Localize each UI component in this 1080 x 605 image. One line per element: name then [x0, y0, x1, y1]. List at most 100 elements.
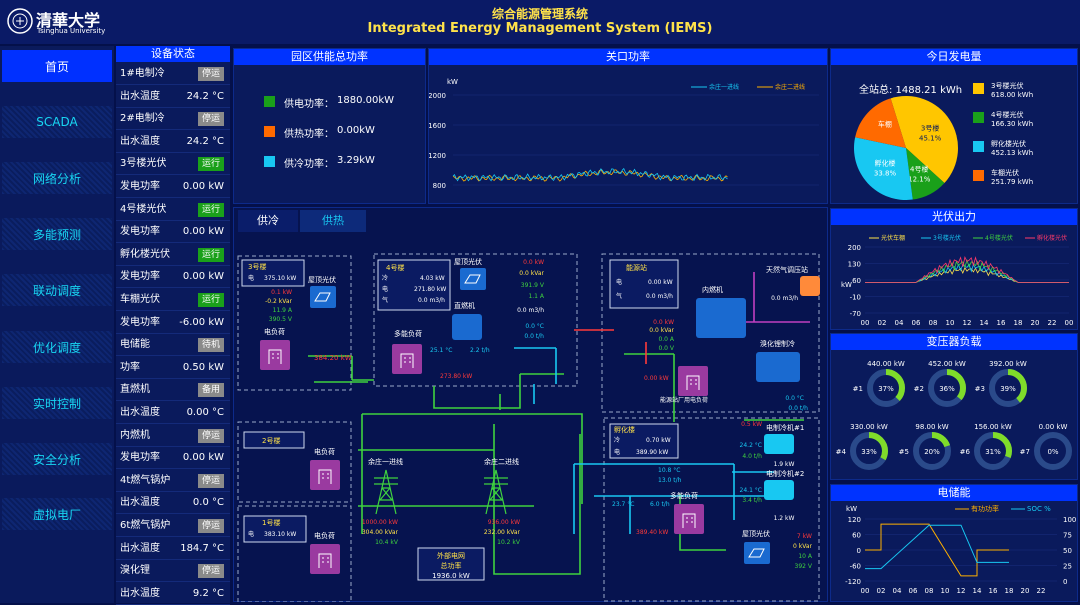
- nav-item-1[interactable]: SCADA: [2, 106, 112, 138]
- nav-item-5[interactable]: 优化调度: [2, 331, 112, 363]
- hatch-r1: 0.70 kW: [646, 437, 671, 444]
- device-row-value: 24.2 °C: [186, 90, 224, 102]
- tf-gauge-fill: [974, 432, 1012, 470]
- tf-gauge-fill: [928, 369, 966, 407]
- y-tick: 1600: [429, 122, 446, 130]
- legend-swatch: [973, 141, 984, 152]
- b2-load-icon-glyph: [318, 469, 332, 484]
- pipe-cool-b4: [514, 347, 557, 404]
- status-badge: 停运: [197, 473, 224, 488]
- box-energy: [601, 253, 820, 413]
- b4-ch2: 0.0 °C: [525, 323, 544, 330]
- status-badge: 停运: [197, 519, 224, 533]
- device-row-value: 0.50 kW: [182, 361, 224, 373]
- b3-pv-v4: 390.5 V: [269, 316, 293, 323]
- b3-panel: [241, 259, 305, 287]
- hatch-t1: 10.8 °C: [658, 467, 680, 474]
- b3-load-label: 电负荷: [264, 327, 285, 336]
- grid-value: 1936.0 kW: [432, 572, 470, 580]
- tab-heating[interactable]: 供热: [300, 210, 366, 232]
- app-title-en: Integrated Energy Management System (IEM…: [367, 21, 713, 36]
- nav-item-4[interactable]: 联动调度: [2, 274, 112, 306]
- hatch-panel: [609, 423, 679, 459]
- gas-value: 0.0 m3/h: [771, 295, 798, 302]
- y-tick: 130: [848, 261, 861, 269]
- b1-load-icon: [310, 544, 340, 574]
- tab-cooling[interactable]: 供冷: [238, 210, 298, 232]
- x-tick: 12: [963, 319, 972, 327]
- tf-pct: 37%: [878, 385, 894, 393]
- st-legend-2: SOC %: [1027, 505, 1051, 513]
- device-row-value: 9.2 °C: [192, 587, 224, 599]
- device-row: 内燃机停运: [116, 425, 230, 447]
- device-row-label: 溴化锂: [120, 565, 150, 577]
- nav-item-2[interactable]: 网络分析: [2, 162, 112, 194]
- nav-item-0[interactable]: 首页: [2, 50, 112, 82]
- box-hatch: [603, 417, 820, 602]
- x-tick: 20: [1031, 319, 1040, 327]
- nav-item-3[interactable]: 多能预测: [2, 218, 112, 250]
- pie-slice-3: [855, 98, 906, 148]
- device-row-value: 184.7 °C: [180, 542, 224, 554]
- ice-v2: 0.0 kVar: [649, 327, 674, 334]
- energy-name: 能源站: [626, 263, 647, 272]
- li-v2: 0.0 t/h: [788, 405, 808, 412]
- b1-kw: 383.10 kW: [264, 531, 296, 538]
- b4-r2: 271.80 kW: [414, 286, 446, 293]
- b4-pv1: 0.0 kW: [523, 259, 544, 266]
- b4-name: 4号楼: [386, 263, 404, 272]
- legend-swatch: [973, 112, 984, 123]
- status-badge: 运行: [197, 247, 224, 262]
- device-row-value: 0.00 kW: [182, 271, 224, 283]
- b3-name: 3号楼: [248, 262, 266, 271]
- gateway-chart: kW余庄一进线余庄二进线20001600120080040000:0002:00…: [429, 78, 819, 190]
- x-tick: 22: [1048, 319, 1057, 327]
- b3-load-icon-glyph: [268, 349, 282, 364]
- line2-a: 10.2 kV: [497, 539, 521, 546]
- b2-panel: [243, 431, 305, 449]
- nav-item-7[interactable]: 安全分析: [2, 443, 112, 475]
- b4-pv4: 1.1 A: [528, 293, 544, 300]
- nav-item-8[interactable]: 虚拟电厂: [2, 498, 112, 530]
- energy-r1: 0.00 kW: [648, 279, 673, 286]
- b2-load-icon: [310, 460, 340, 490]
- tf-gauge-fill: [989, 369, 1027, 407]
- device-row: 1#电制冷停运: [116, 63, 230, 85]
- device-row: 4号楼光伏运行: [116, 199, 230, 221]
- device-row: 溴化锂停运: [116, 560, 230, 583]
- device-row-value: 0.00 °C: [186, 407, 224, 418]
- tf-id: #4: [836, 448, 847, 456]
- x-tick: 06: [912, 319, 921, 327]
- device-row: 3号楼光伏运行: [116, 153, 230, 176]
- pv-legend-label: 光伏车棚: [881, 234, 905, 242]
- x-tick: 04: [895, 319, 904, 327]
- own-load-label: 能源站厂用电负荷: [660, 396, 708, 404]
- nav-item-6[interactable]: 实时控制: [2, 387, 112, 419]
- pie-pct: 45.1%: [919, 135, 942, 143]
- b3-elec-label: 电: [248, 274, 254, 282]
- legend-kwh: 251.79 kWh: [991, 178, 1034, 186]
- b1-name: 1号楼: [262, 518, 280, 527]
- pie-slice-0: [890, 96, 958, 184]
- b4-r1: 4.03 kW: [420, 275, 445, 282]
- y-tick: 60: [852, 277, 861, 285]
- supply-value: 0.00kW: [337, 125, 375, 136]
- legend-kwh: 452.13 kWh: [991, 149, 1034, 157]
- gateway-title: 关口功率: [429, 49, 827, 65]
- device-row-label: 功率: [120, 361, 140, 373]
- pv-legend-label: 4号楼光伏: [985, 234, 1013, 242]
- pipe-tower: [493, 424, 581, 575]
- x-tick: 12: [957, 587, 966, 595]
- st-legend-1: 有功功率: [971, 504, 999, 513]
- b4-ch1: 0.0 m3/h: [517, 307, 544, 314]
- y-tick: -70: [850, 310, 861, 318]
- ice-v1: 0.0 kW: [653, 319, 674, 326]
- device-row-value: -6.00 kW: [179, 316, 224, 328]
- ec1-v2: 24.2 °C: [740, 442, 762, 449]
- device-row-value: 0.00 kW: [182, 226, 224, 238]
- tf-kw: 392.00 kW: [989, 360, 1027, 368]
